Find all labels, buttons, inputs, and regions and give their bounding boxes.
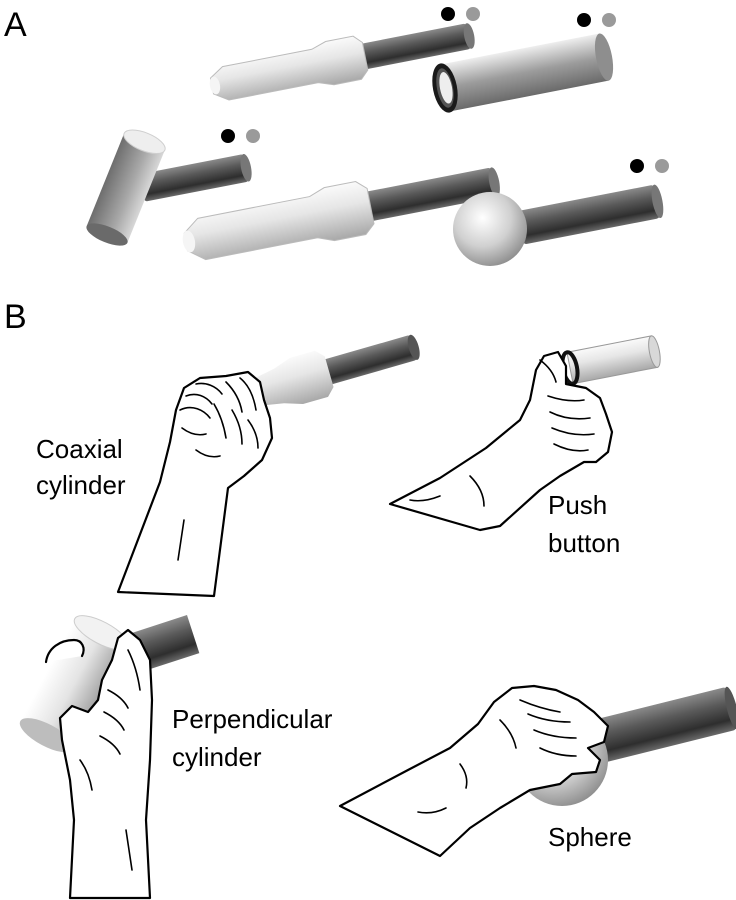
marker-gray — [466, 7, 480, 21]
hand-grip-icon — [388, 350, 614, 532]
marker-gray — [602, 13, 616, 27]
marker-black — [577, 13, 591, 27]
coaxial-cylinder-handle-icon — [209, 7, 480, 101]
marker-black — [630, 159, 644, 173]
hand-grip-icon — [338, 684, 610, 858]
panel-letter-a: A — [4, 6, 27, 44]
marker-black — [441, 7, 455, 21]
marker-gray — [655, 159, 669, 173]
push-button-handle-icon — [432, 13, 616, 113]
push-label-line1: Push — [548, 490, 607, 520]
sphere-grasp: Sphere — [338, 684, 736, 858]
push-label-line2: button — [548, 528, 620, 558]
hand-grip-icon — [44, 628, 154, 900]
coaxial-label-line2: cylinder — [36, 470, 126, 500]
hand-grip-icon — [116, 370, 274, 598]
perpendicular-cylinder-handle-icon — [86, 129, 260, 246]
coaxial-grasp: Coaxial cylinder — [36, 334, 420, 598]
sphere-label: Sphere — [548, 822, 632, 852]
marker-black — [221, 129, 235, 143]
perpendicular-label-line2: cylinder — [172, 742, 262, 772]
push-button-grasp: Push button — [388, 335, 661, 558]
marker-gray — [246, 129, 260, 143]
sphere-handle-icon — [453, 159, 669, 266]
coaxial-label-line1: Coaxial — [36, 434, 123, 464]
panel-letter-b: B — [4, 298, 27, 336]
coaxial-cylinder-handle-icon — [182, 167, 500, 261]
perpendicular-grasp: Perpendicular cylinder — [19, 615, 333, 900]
perpendicular-label-line1: Perpendicular — [172, 704, 333, 734]
